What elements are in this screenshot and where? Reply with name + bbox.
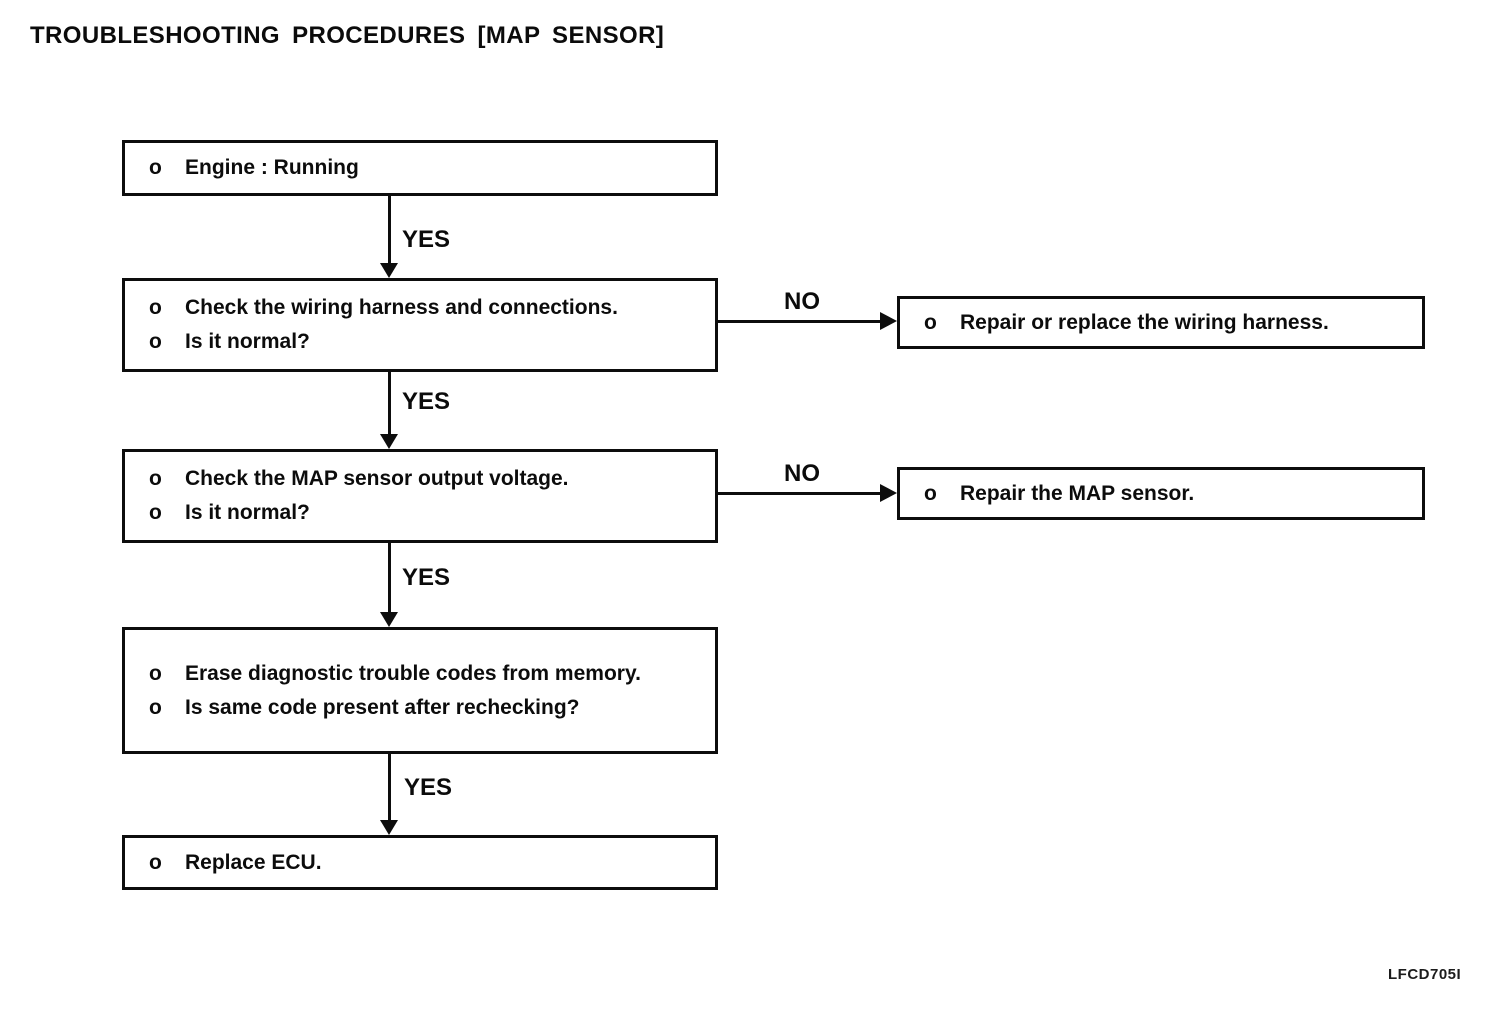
bullet-marker: o <box>149 695 162 719</box>
flow-node-replace-ecu: o Replace ECU. <box>122 835 718 890</box>
flow-node-line: o Repair the MAP sensor. <box>924 477 1408 511</box>
figure-code: LFCD705I <box>1388 966 1462 983</box>
yes-label-3: YES <box>402 564 451 591</box>
flow-node-line: o Erase diagnostic trouble codes from me… <box>149 657 701 691</box>
flow-node-text: Is it normal? <box>185 330 310 353</box>
yes-label-1: YES <box>402 226 451 253</box>
flow-node-text: Is same code present after rechecking? <box>185 695 580 719</box>
flow-node-line: o Replace ECU. <box>149 846 701 880</box>
bullet-marker: o <box>149 156 162 179</box>
arrow-line-no-1 <box>718 320 881 323</box>
arrow-line-no-2 <box>718 492 881 495</box>
no-label-1: NO <box>784 288 820 315</box>
page-title: TROUBLESHOOTING PROCEDURES [MAP SENSOR] <box>30 22 665 49</box>
arrow-head-down-icon <box>380 612 398 627</box>
arrow-line-yes-2 <box>388 372 391 436</box>
arrow-head-right-icon <box>880 484 897 502</box>
flow-node-check-map-voltage: o Check the MAP sensor output voltage. o… <box>122 449 718 543</box>
flow-node-check-wiring: o Check the wiring harness and connectio… <box>122 278 718 372</box>
flow-node-text: Repair the MAP sensor. <box>960 481 1195 505</box>
arrow-line-yes-1 <box>388 196 391 265</box>
flow-node-line: o Check the wiring harness and connectio… <box>149 291 701 325</box>
bullet-marker: o <box>924 481 937 505</box>
flow-node-text: Erase diagnostic trouble codes from memo… <box>185 661 641 685</box>
yes-label-2: YES <box>402 388 451 415</box>
flow-node-line: o Check the MAP sensor output voltage. <box>149 462 701 496</box>
flow-node-line: o Repair or replace the wiring harness. <box>924 306 1408 340</box>
flow-node-text: Check the MAP sensor output voltage. <box>185 467 569 490</box>
bullet-marker: o <box>149 661 162 685</box>
no-label-2: NO <box>784 460 820 487</box>
flow-node-line: o Is it normal? <box>149 325 701 359</box>
flow-node-text: Check the wiring harness and connections… <box>185 296 618 319</box>
arrow-head-down-icon <box>380 820 398 835</box>
flow-node-engine-running: o Engine : Running <box>122 140 718 196</box>
bullet-marker: o <box>149 296 162 319</box>
flow-node-text: Engine : Running <box>185 156 359 179</box>
bullet-marker: o <box>149 467 162 490</box>
flow-node-erase-codes: o Erase diagnostic trouble codes from me… <box>122 627 718 754</box>
arrow-head-right-icon <box>880 312 897 330</box>
arrow-line-yes-4 <box>388 754 391 822</box>
flow-node-line: o Is it normal? <box>149 496 701 530</box>
bullet-marker: o <box>149 850 162 874</box>
arrow-head-down-icon <box>380 263 398 278</box>
bullet-marker: o <box>149 330 162 353</box>
flow-node-line: o Is same code present after rechecking? <box>149 691 701 725</box>
flow-node-repair-map: o Repair the MAP sensor. <box>897 467 1425 520</box>
flow-node-text: Replace ECU. <box>185 850 322 874</box>
flow-node-text: Is it normal? <box>185 501 310 524</box>
flow-node-line: o Engine : Running <box>149 151 701 185</box>
flow-node-text: Repair or replace the wiring harness. <box>960 310 1329 334</box>
flow-node-repair-wiring: o Repair or replace the wiring harness. <box>897 296 1425 349</box>
arrow-line-yes-3 <box>388 543 391 614</box>
bullet-marker: o <box>149 501 162 524</box>
yes-label-4: YES <box>404 774 453 801</box>
arrow-head-down-icon <box>380 434 398 449</box>
bullet-marker: o <box>924 310 937 334</box>
